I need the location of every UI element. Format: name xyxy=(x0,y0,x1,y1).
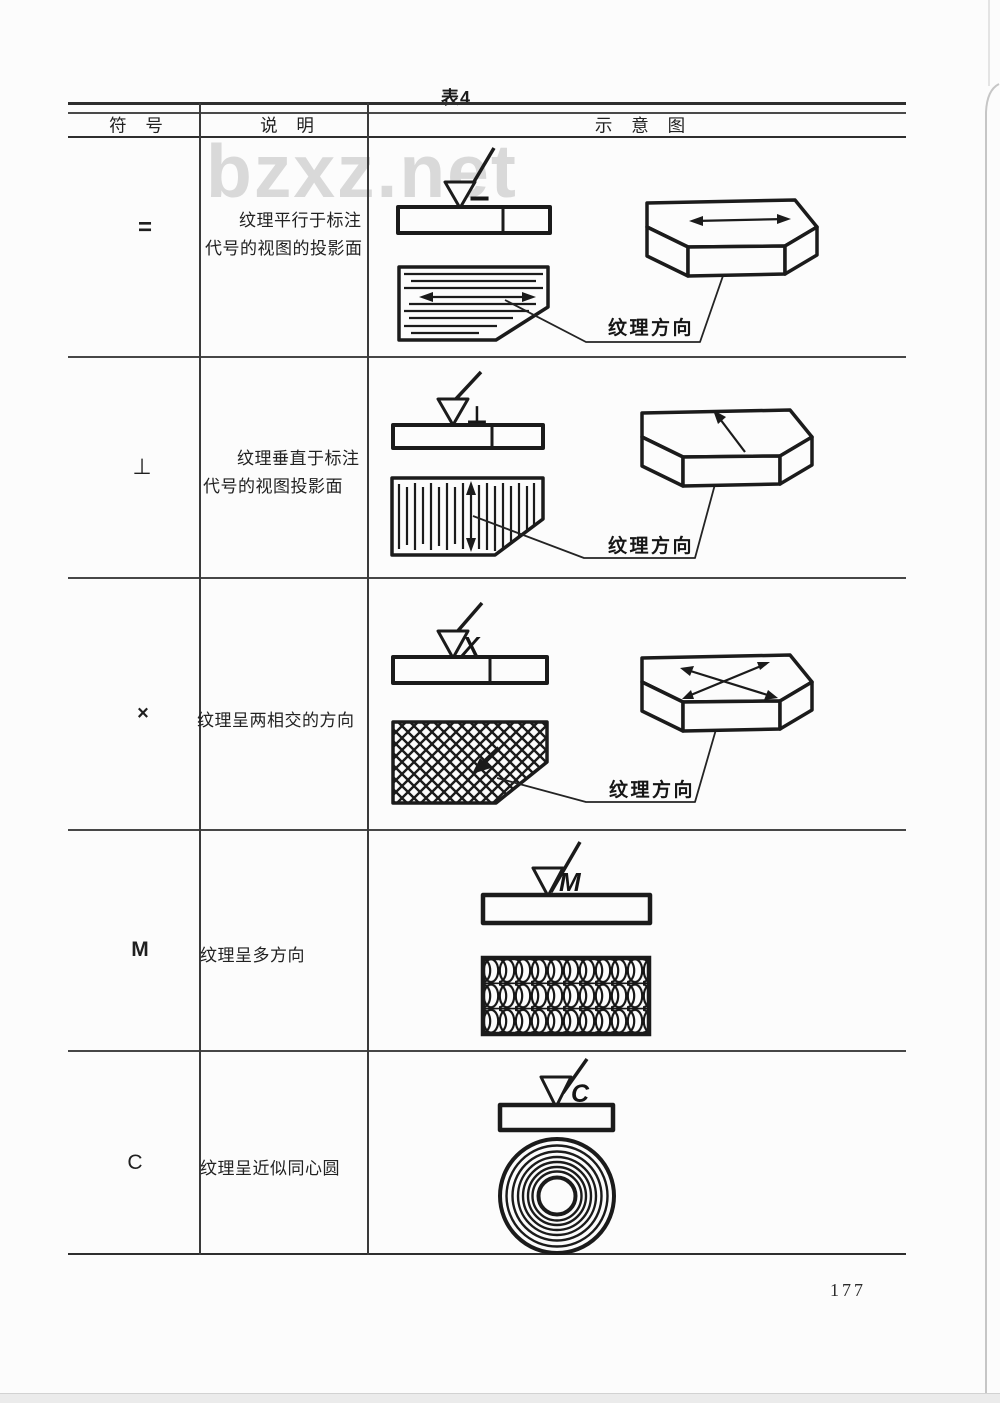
surface-symbol-triangle xyxy=(531,866,565,898)
row2-schematic: ⊥ xyxy=(390,370,814,559)
marked-part-bar xyxy=(391,655,549,685)
row4-symbol: M xyxy=(131,938,149,961)
leader-line xyxy=(496,687,729,803)
header-description: 说 明 xyxy=(260,115,314,136)
row-separator-2 xyxy=(68,577,906,579)
marked-part-bar xyxy=(480,892,653,926)
row-separator-3 xyxy=(68,829,906,831)
scan-page-edge xyxy=(985,0,1000,1402)
surface-symbol-triangle xyxy=(436,629,470,660)
row5-schematic: C xyxy=(497,1057,616,1255)
workpiece-3d-plate xyxy=(640,408,814,488)
workpiece-3d-plate xyxy=(645,198,819,278)
row3-description: 纹理呈两相交的方向 xyxy=(197,711,355,730)
marked-part-bar xyxy=(391,423,545,450)
row4-schematic: M xyxy=(480,841,653,1037)
surface-symbol-triangle xyxy=(539,1075,573,1109)
page-number: 177 xyxy=(830,1280,866,1300)
marked-part-bar xyxy=(396,205,552,235)
table-top-rule-thick xyxy=(68,102,906,105)
row1-description-line1: 纹理平行于标注 xyxy=(239,211,362,230)
row1-description-line2: 代号的视图的投影面 xyxy=(205,239,363,258)
block-arrow-parallel xyxy=(689,214,791,226)
surface-symbol-triangle xyxy=(436,397,470,427)
scan-bottom-strip xyxy=(0,1393,1000,1403)
textured-face-multidirectional xyxy=(480,955,652,1037)
row1-schematic: = 纹理方向 xyxy=(396,147,819,343)
row2-description-line2: 代号的视图投影面 xyxy=(203,477,343,496)
row5-description: 纹理呈近似同心圆 xyxy=(200,1159,340,1178)
leader-line xyxy=(472,439,728,559)
surface-symbol-slash xyxy=(452,370,483,403)
row3-schematic: X 纹理方向 xyxy=(391,601,814,805)
row-separator-1 xyxy=(68,356,906,358)
column-divider-2 xyxy=(367,103,369,1255)
lay-mark-c: C xyxy=(571,1080,590,1108)
row5-symbol: C xyxy=(127,1151,143,1174)
workpiece-3d-plate xyxy=(640,653,814,733)
leader-line xyxy=(504,223,742,343)
lay-mark-m: M xyxy=(559,867,582,897)
textured-face-parallel xyxy=(397,265,550,342)
table-bottom-rule xyxy=(68,1253,906,1255)
lay-direction-label: 纹理方向 xyxy=(608,316,694,339)
column-divider-1 xyxy=(199,103,201,1255)
row3-symbol: × xyxy=(137,702,149,725)
header-bottom-rule xyxy=(68,136,906,138)
block-arrow-perpendicular xyxy=(713,410,746,453)
marked-part-bar xyxy=(497,1102,616,1133)
row1-symbol: = xyxy=(137,214,153,241)
lay-direction-label: 纹理方向 xyxy=(608,534,694,557)
row4-description: 纹理呈多方向 xyxy=(200,946,305,965)
surface-symbol-slash xyxy=(454,601,484,635)
lay-mark-x: X xyxy=(460,631,481,661)
lay-direction-label: 纹理方向 xyxy=(609,778,695,801)
textured-face-concentric xyxy=(498,1137,616,1255)
table-top-rule-thin xyxy=(68,112,906,114)
row2-description-line1: 纹理垂直于标注 xyxy=(237,449,360,468)
textured-face-crosshatch xyxy=(391,720,549,805)
textured-face-perpendicular xyxy=(390,476,545,557)
block-arrows-crossed xyxy=(680,662,778,700)
texture-lines-horizontal xyxy=(404,272,543,335)
texture-lines-vertical xyxy=(397,483,536,551)
header-symbol: 符 号 xyxy=(109,115,163,136)
row-separator-4 xyxy=(68,1050,906,1052)
lay-mark-perpendicular: ⊥ xyxy=(466,402,488,429)
header-diagram: 示 意 图 xyxy=(594,115,686,136)
surface-symbol-triangle xyxy=(443,180,477,210)
row2-symbol: ⊥ xyxy=(132,454,152,479)
